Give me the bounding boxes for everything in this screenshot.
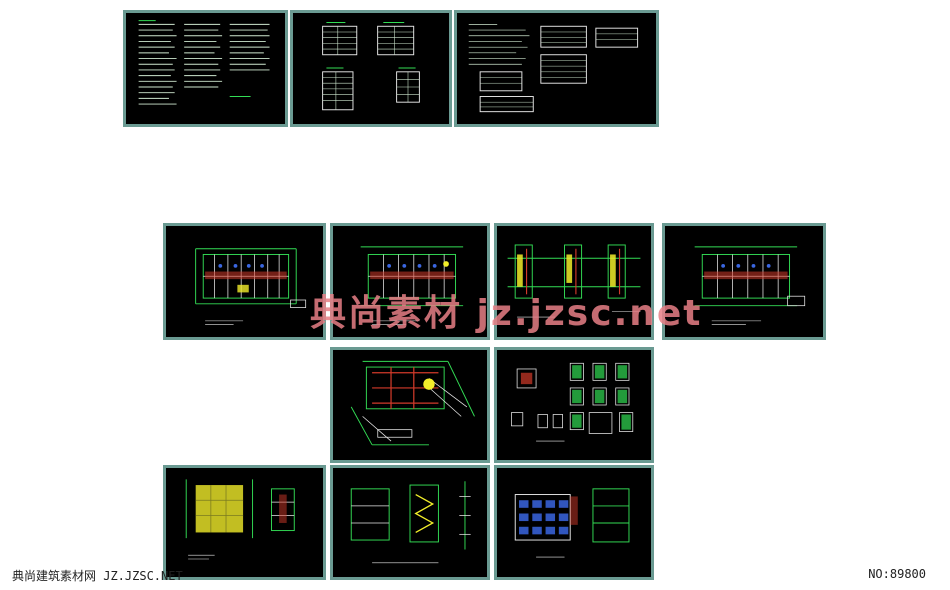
sheet-roof-plan[interactable] — [330, 347, 490, 463]
notes-drawing — [138, 20, 270, 105]
schedules-drawing — [322, 22, 420, 111]
floor-plan-3-drawing — [694, 246, 806, 325]
floor-plan-2-drawing — [360, 246, 464, 325]
sheet-stair-details[interactable] — [494, 223, 654, 340]
sheet-floor-plan-3[interactable] — [662, 223, 826, 340]
stair-details-drawing — [507, 244, 641, 318]
floor-plan-1-drawing — [195, 248, 307, 325]
sheet-floor-plan-1[interactable] — [163, 223, 326, 340]
site-footer-text: 典尚建筑素材网 JZ.JZSC.NET — [12, 569, 183, 583]
tables-drawing — [468, 24, 639, 113]
sheet-floor-plan-2[interactable] — [330, 223, 490, 340]
item-number: NO:89800 — [868, 567, 926, 581]
sheet-door-window-details[interactable] — [494, 347, 654, 463]
sheet-design-notes[interactable] — [123, 10, 288, 127]
elevation-yellow-drawing — [185, 479, 295, 560]
watermark: 典尚素材 jz.jzsc.net — [310, 293, 703, 334]
sheet-schedules[interactable] — [290, 10, 452, 127]
sheet-front-elevation[interactable] — [494, 465, 654, 580]
sections-drawing — [350, 481, 471, 564]
sheet-material-tables[interactable] — [454, 10, 659, 127]
door-window-drawing — [511, 362, 634, 442]
roof-plan-drawing — [350, 360, 475, 446]
sheet-sections[interactable] — [330, 465, 490, 580]
sheet-elevation-yellow[interactable] — [163, 465, 326, 580]
front-elevation-drawing — [514, 488, 630, 558]
